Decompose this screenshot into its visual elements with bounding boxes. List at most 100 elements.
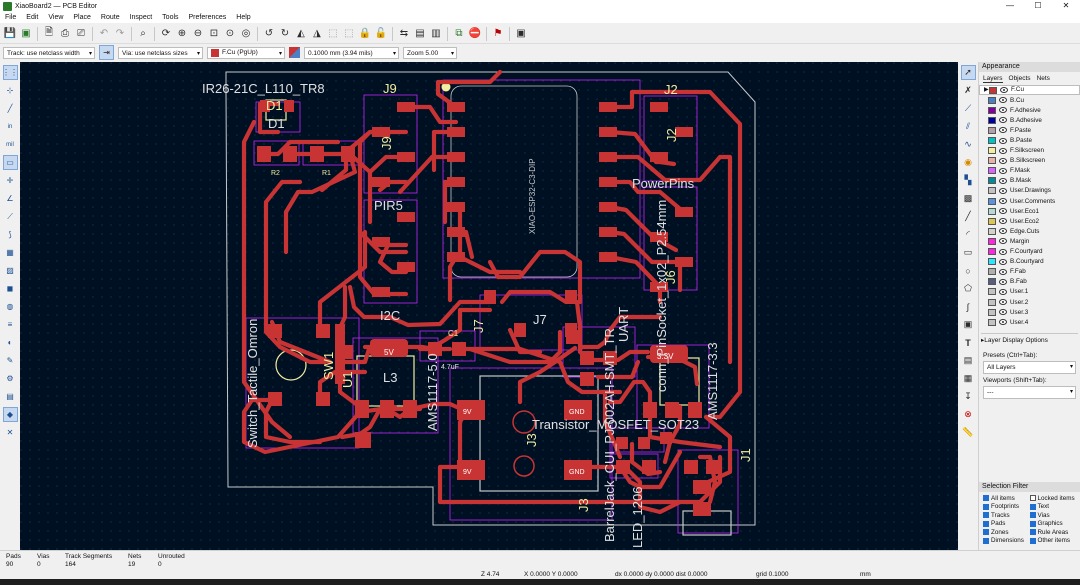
tab-nets[interactable]: Nets xyxy=(1036,75,1050,82)
layer-row[interactable]: B.Courtyard xyxy=(979,257,1080,267)
tab-layers[interactable]: Layers xyxy=(983,75,1003,83)
selection-filter-checkbox[interactable]: All items xyxy=(983,494,1030,503)
footprint-browser-icon[interactable]: ▥ xyxy=(431,28,441,39)
layer-color-swatch[interactable] xyxy=(988,217,996,225)
layer-color-swatch[interactable] xyxy=(988,207,996,215)
visibility-eye-icon[interactable] xyxy=(999,127,1007,134)
pcb-canvas[interactable]: IR26-21C_L110_TR8 J9 J2 D1 D1 R2 R1 PIR5… xyxy=(20,62,958,550)
zoom-select[interactable]: Zoom 5.00▾ xyxy=(403,46,457,59)
auto-track-width-icon[interactable]: ⇥ xyxy=(99,45,114,60)
selection-filter-checkbox[interactable]: Vias xyxy=(1029,511,1077,520)
angle-snap-icon[interactable]: ∠ xyxy=(6,194,14,203)
zone-fill-icon[interactable]: ▦ xyxy=(6,248,14,257)
ratsnest-curved-icon[interactable]: ⟆ xyxy=(8,230,12,239)
grid-toggle-icon[interactable]: ⋮⋮ xyxy=(2,65,18,80)
layer-row[interactable]: User.Drawings xyxy=(979,186,1080,196)
checkbox-icon[interactable] xyxy=(983,512,989,519)
find-icon[interactable]: ⌕ xyxy=(140,28,146,39)
local-ratsnest-icon[interactable]: ✗ xyxy=(964,85,972,95)
checkbox-icon[interactable] xyxy=(1029,512,1036,519)
layer-row[interactable]: B.Silkscreen xyxy=(979,156,1080,166)
visibility-eye-icon[interactable] xyxy=(999,198,1007,205)
visibility-eye-icon[interactable] xyxy=(999,157,1007,164)
route-track-icon[interactable]: ⟋ xyxy=(964,103,972,113)
layer-color-swatch[interactable] xyxy=(988,116,996,124)
rotate-cw-icon[interactable]: ↻ xyxy=(280,28,290,39)
layer-color-swatch[interactable] xyxy=(988,237,996,245)
menu-help[interactable]: Help xyxy=(236,14,251,21)
update-from-schematic-icon[interactable]: ⧉ xyxy=(455,28,463,39)
board-setup-icon[interactable]: ▣ xyxy=(21,28,31,39)
visibility-eye-icon[interactable] xyxy=(999,187,1007,194)
visibility-eye-icon[interactable] xyxy=(999,137,1007,144)
selection-filter-checkbox[interactable]: Footprints xyxy=(983,503,1030,512)
layer-row[interactable]: F.Courtyard xyxy=(979,247,1080,257)
cursor-shape-icon[interactable]: ✛ xyxy=(6,176,14,185)
tracks-fill-icon[interactable]: ≡ xyxy=(7,320,13,329)
presets-select[interactable]: All Layers▾ xyxy=(983,361,1076,375)
ungroup-icon[interactable]: ⬚ xyxy=(344,28,354,39)
units-mm-icon[interactable]: ▭ xyxy=(2,155,18,170)
polar-coords-icon[interactable]: ⊹ xyxy=(6,86,14,95)
selection-filter-checkbox[interactable]: Other items xyxy=(1029,537,1077,546)
layer-pair-icon[interactable] xyxy=(289,47,300,58)
layer-color-swatch[interactable] xyxy=(988,126,996,134)
checkbox-icon[interactable] xyxy=(1029,537,1036,544)
add-rule-area-icon[interactable]: ▩ xyxy=(963,193,973,203)
visibility-eye-icon[interactable] xyxy=(999,107,1007,114)
layer-select[interactable]: F.Cu (PgUp)▾ xyxy=(207,46,285,59)
net-colors-icon[interactable]: ✎ xyxy=(6,356,14,365)
layer-row[interactable]: B.Adhesive xyxy=(979,115,1080,125)
layer-row[interactable]: F.Fab xyxy=(979,267,1080,277)
layer-color-swatch[interactable] xyxy=(988,278,996,286)
visibility-eye-icon[interactable] xyxy=(999,278,1007,285)
high-contrast-icon[interactable]: ◐ xyxy=(7,338,13,347)
grid-select[interactable]: 0.1000 mm (3.94 mils)▾ xyxy=(304,46,399,59)
zoom-in-icon[interactable]: ⊕ xyxy=(177,28,187,39)
draw-bezier-icon[interactable]: ∫ xyxy=(966,301,970,312)
layer-row[interactable]: F.Mask xyxy=(979,166,1080,176)
pads-fill-icon[interactable]: ◼ xyxy=(6,284,14,293)
zoom-fit-icon[interactable]: ⊡ xyxy=(209,28,219,39)
units-inches-button[interactable]: in xyxy=(7,123,13,130)
vias-fill-icon[interactable]: ◍ xyxy=(6,302,14,311)
visibility-eye-icon[interactable] xyxy=(999,167,1007,174)
checkbox-icon[interactable] xyxy=(983,503,989,510)
select-icon[interactable]: ➚ xyxy=(960,65,976,80)
route-diff-pair-icon[interactable]: ⫽ xyxy=(965,121,970,131)
refresh-icon[interactable]: ⟳ xyxy=(161,28,171,39)
visibility-eye-icon[interactable] xyxy=(999,117,1007,124)
flip-icon[interactable]: ◭ xyxy=(297,28,305,39)
visibility-eye-icon[interactable] xyxy=(999,288,1007,295)
layer-color-swatch[interactable] xyxy=(988,197,996,205)
checkbox-icon[interactable] xyxy=(1029,529,1036,536)
layer-row[interactable]: F.Silkscreen xyxy=(979,146,1080,156)
visibility-eye-icon[interactable] xyxy=(999,319,1007,326)
undo-icon[interactable]: ↶ xyxy=(99,28,109,39)
layer-row[interactable]: B.Cu xyxy=(979,95,1080,105)
add-image-icon[interactable]: ▣ xyxy=(963,319,973,329)
layer-row[interactable]: User.1 xyxy=(979,287,1080,297)
plot-icon[interactable]: ⎚ xyxy=(77,28,85,39)
menu-place[interactable]: Place xyxy=(73,14,91,21)
visibility-eye-icon[interactable] xyxy=(999,238,1007,245)
add-dimension-icon[interactable]: ↧ xyxy=(964,391,972,401)
layer-color-swatch[interactable] xyxy=(988,177,996,185)
layer-row[interactable]: F.Adhesive xyxy=(979,105,1080,115)
lock-icon[interactable]: 🔒 xyxy=(358,28,372,39)
layer-color-swatch[interactable] xyxy=(988,147,996,155)
layer-row[interactable]: ▶F.Cu xyxy=(979,85,1080,96)
add-via-icon[interactable]: ◉ xyxy=(964,157,972,167)
zoom-objects-icon[interactable]: ⊙ xyxy=(225,28,235,39)
selection-filter-checkbox[interactable]: Pads xyxy=(983,520,1030,529)
layer-color-swatch[interactable] xyxy=(988,288,996,296)
layer-row[interactable]: Margin xyxy=(979,236,1080,246)
layer-row[interactable]: B.Fab xyxy=(979,277,1080,287)
layer-color-swatch[interactable] xyxy=(988,187,996,195)
visibility-eye-icon[interactable] xyxy=(999,268,1007,275)
selection-filter-checkbox[interactable]: Dimensions xyxy=(983,537,1030,546)
visibility-eye-icon[interactable] xyxy=(999,309,1007,316)
layer-manager-icon[interactable]: ▤ xyxy=(6,392,14,401)
selection-filter-checkbox[interactable]: Rule Areas xyxy=(1029,528,1077,537)
maximize-button[interactable]: ☐ xyxy=(1034,1,1042,10)
